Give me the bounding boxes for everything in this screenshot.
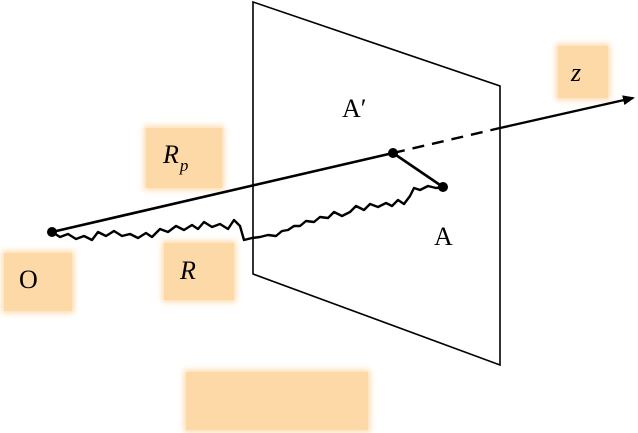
origin-label-box [4,253,72,311]
a-prime-label: A′ [342,94,367,123]
a-prime-point [388,148,398,158]
rp-label-main: R [163,140,179,169]
z-label-box [558,46,608,98]
z-axis-arrow [499,95,635,130]
origin-point [47,227,57,237]
rp-label-box [146,128,222,188]
a-prime-to-a-segment [392,151,444,189]
origin-label: O [19,265,38,294]
z-label: z [571,58,582,87]
a-point [438,182,448,192]
z-axis-dashed [392,126,501,155]
empty-label-box [186,372,368,430]
r-wiggly-path [51,184,444,242]
rp-line [51,151,394,234]
plane [252,0,501,367]
a-label: A [434,222,453,251]
r-label: R [180,256,196,285]
rp-label: Rp [163,140,188,175]
rp-label-subscript: p [179,156,189,175]
r-label-box [164,243,234,300]
